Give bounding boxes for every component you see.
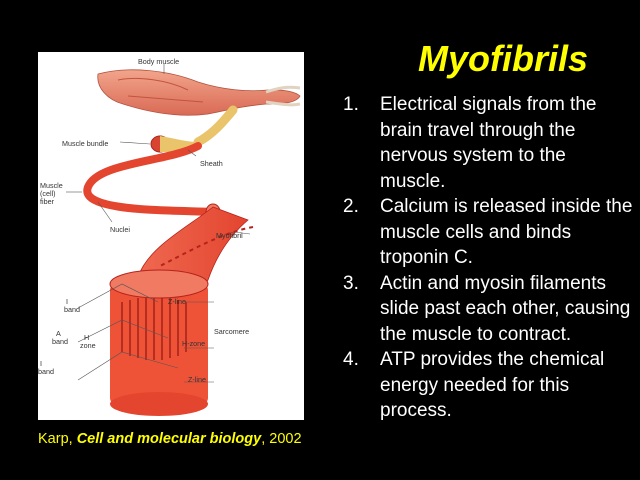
point-item: 2. Calcium is released inside the muscle…: [343, 194, 633, 271]
point-text: Calcium is released inside the muscle ce…: [380, 196, 633, 268]
label-sarcomere: Sarcomere: [214, 327, 249, 336]
label-nuclei: Nuclei: [110, 225, 130, 234]
label-muscle-bundle: Muscle bundle: [62, 139, 108, 148]
label-h-zone-right: H-zone: [182, 339, 205, 348]
point-text: ATP provides the chemical energy needed …: [380, 349, 605, 421]
point-text: Electrical signals from the brain travel…: [380, 94, 597, 192]
slide-title: Myofibrils: [418, 38, 589, 79]
point-item: 4. ATP provides the chemical energy need…: [343, 347, 633, 424]
citation-book-title: Cell and molecular biology: [76, 431, 262, 447]
label-z-line-top: Z-line: [168, 297, 186, 306]
label-h-zone-2: zone: [80, 341, 96, 350]
point-number: 1.: [343, 94, 359, 115]
label-i-band-top-1: I: [66, 297, 68, 306]
point-number: 4.: [343, 349, 359, 370]
point-item: 3. Actin and myosin filaments slide past…: [343, 271, 633, 348]
label-myofibril: Myofibril: [216, 231, 243, 240]
arm-body-muscle: [97, 69, 301, 116]
point-number: 2.: [343, 196, 359, 217]
leader-lines: [66, 64, 251, 383]
label-body-muscle: Body muscle: [138, 57, 179, 66]
label-i-band-top-2: band: [64, 305, 80, 314]
label-a-band-2: band: [52, 337, 68, 346]
citation-author: Karp,: [38, 431, 77, 447]
point-number: 3.: [343, 272, 359, 294]
label-h-zone-1: H: [84, 333, 89, 342]
label-muscle-fiber-2: (cell): [40, 189, 56, 198]
label-muscle-fiber-1: Muscle: [40, 181, 63, 190]
label-i-band-bottom-1: I: [40, 359, 42, 368]
muscle-structure-figure: Body muscle Muscle bundle Sheath Muscle …: [38, 52, 304, 420]
citation-year: , 2002: [261, 431, 302, 447]
muscle-fiber: [83, 142, 221, 221]
muscle-illustration: Body muscle Muscle bundle Sheath Muscle …: [38, 57, 301, 416]
label-i-band-bottom-2: band: [38, 367, 54, 376]
point-list: 1. Electrical signals from the brain tra…: [343, 92, 633, 424]
point-item: 1. Electrical signals from the brain tra…: [343, 92, 633, 194]
point-text: Actin and myosin filaments slide past ea…: [380, 272, 631, 345]
myofibril: [109, 206, 254, 416]
label-muscle-fiber-3: fiber: [40, 197, 55, 206]
label-sheath: Sheath: [200, 159, 223, 168]
label-z-line-bottom: Z-line: [188, 375, 206, 384]
figure-citation: Karp, Cell and molecular biology, 2002: [38, 430, 302, 448]
label-a-band-1: A: [56, 329, 61, 338]
